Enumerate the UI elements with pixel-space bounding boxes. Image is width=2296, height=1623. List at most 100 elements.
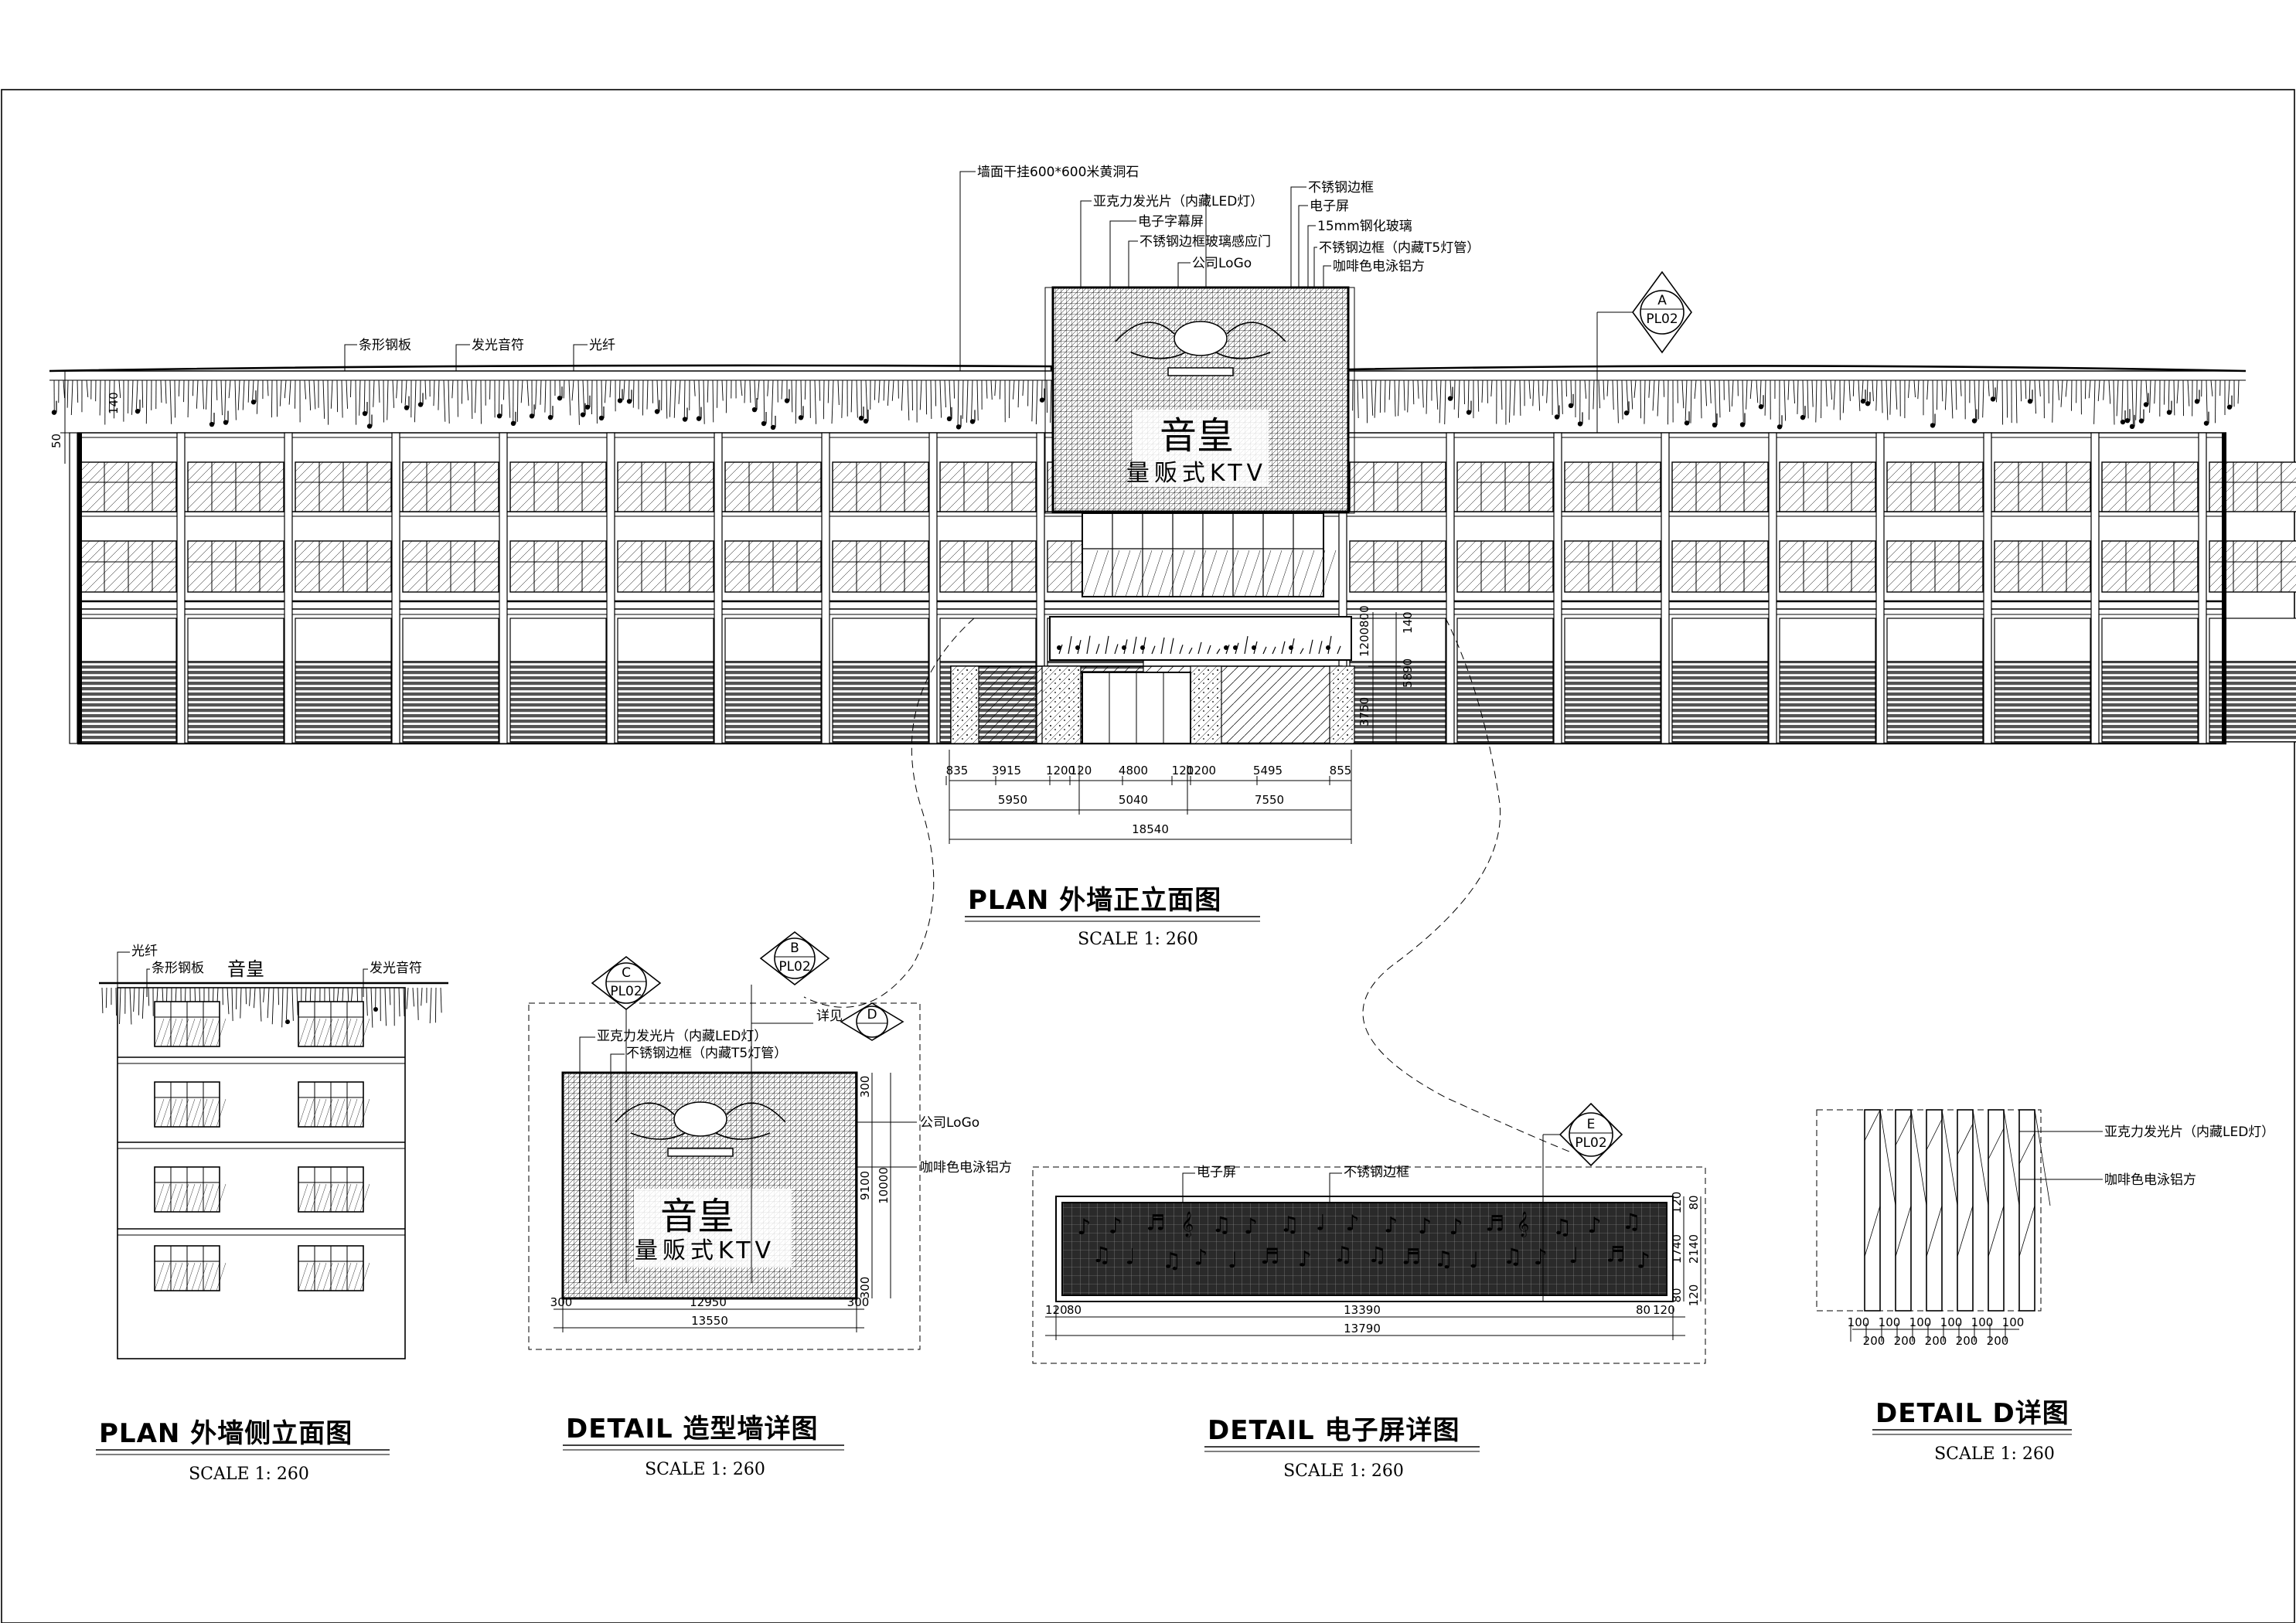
svg-text:♪: ♪ <box>1109 1213 1122 1239</box>
front-callout-4: 不锈钢边框玻璃感应门 <box>1139 234 1271 250</box>
svg-text:12950: 12950 <box>690 1295 727 1309</box>
svg-text:♪: ♪ <box>1345 1210 1359 1236</box>
svg-text:♪: ♪ <box>1534 1244 1548 1270</box>
front-dim-7: 1200 <box>1187 764 1216 777</box>
front-dim-total: 18540 <box>1132 822 1169 836</box>
front-sign-main: 音皇 <box>1160 414 1234 458</box>
front-dim-group-2: 5040 <box>1119 793 1148 807</box>
svg-text:♫: ♫ <box>1334 1241 1353 1267</box>
side-scale: SCALE 1: 260 <box>189 1465 309 1484</box>
svg-text:120: 120 <box>1045 1303 1068 1317</box>
svg-text:♬: ♬ <box>1260 1244 1279 1269</box>
d-detail-scale: SCALE 1: 260 <box>1934 1444 2055 1464</box>
front-callout-8: 15mm钢化玻璃 <box>1317 219 1412 234</box>
svg-text:120: 120 <box>1687 1284 1701 1307</box>
svg-text:♪: ♪ <box>1449 1214 1463 1240</box>
svg-text:光纤: 光纤 <box>131 944 158 959</box>
svg-text:140: 140 <box>1401 611 1415 634</box>
side-sign: 音皇 <box>227 958 264 980</box>
feature-wall-detail: 音皇 量贩式KTV 亚克力发光片（内藏LED灯） 不锈钢边框（内藏T5灯管） 详… <box>528 931 1012 1479</box>
svg-text:♫: ♫ <box>1622 1209 1641 1234</box>
center-windows <box>1082 513 1337 597</box>
svg-text:800: 800 <box>1358 605 1371 628</box>
front-dim-3: 1200 <box>1046 764 1075 777</box>
front-dim-2: 3915 <box>992 764 1021 777</box>
svg-text:♪: ♪ <box>1418 1213 1432 1239</box>
side-title: PLAN 外墙侧立面图 <box>99 1418 353 1449</box>
svg-text:80: 80 <box>1670 1288 1684 1302</box>
svg-text:亚克力发光片（内藏LED灯）: 亚克力发光片（内藏LED灯） <box>2104 1125 2274 1140</box>
front-callout-12: 发光音符 <box>472 338 524 353</box>
side-windows <box>154 1001 370 1291</box>
svg-text:140: 140 <box>107 392 121 414</box>
front-callout-9: 不锈钢边框（内藏T5灯管） <box>1319 240 1480 256</box>
d-detail: 亚克力发光片（内藏LED灯） 咖啡色电泳铝方 10020010020010020… <box>1816 1109 2274 1464</box>
svg-text:9100: 9100 <box>858 1171 872 1200</box>
front-callout-2: 亚克力发光片（内藏LED灯） <box>1093 194 1263 209</box>
d-dim-6: 200 <box>1925 1334 1947 1348</box>
svg-text:公司LoGo: 公司LoGo <box>920 1115 979 1131</box>
front-dim-9: 855 <box>1330 764 1352 777</box>
svg-text:亚克力发光片（内藏LED灯）: 亚克力发光片（内藏LED灯） <box>597 1029 767 1044</box>
screen-music-notes: ♪♫♪♩♬♫𝄞♪♫♩♪♬♫♪♩♫♪♫♪♬♪♫♪♩♬♫𝄞♪♫♩♪♬♫♪ <box>1077 1209 1650 1274</box>
d-dim-4: 200 <box>1894 1334 1916 1348</box>
front-scale: SCALE 1: 260 <box>1078 930 1198 949</box>
svg-text:♪: ♪ <box>1637 1247 1650 1273</box>
d-dim-5: 100 <box>1909 1315 1932 1329</box>
svg-text:♪: ♪ <box>1298 1247 1312 1272</box>
roof-canopy <box>49 364 2247 373</box>
svg-text:B: B <box>790 941 799 956</box>
svg-text:80: 80 <box>1687 1195 1701 1210</box>
svg-text:咖啡色电泳铝方: 咖啡色电泳铝方 <box>920 1160 1012 1176</box>
svg-text:PL02: PL02 <box>610 984 642 999</box>
front-sign-sub: 量贩式KTV <box>1126 460 1267 487</box>
sheet-border <box>1 89 2295 1623</box>
d-dim-8: 200 <box>1956 1334 1978 1348</box>
front-callout-1: 墙面干挂600*600米黄洞石 <box>977 165 1139 180</box>
screen-scale: SCALE 1: 260 <box>1283 1461 1404 1481</box>
svg-text:𝄞: 𝄞 <box>1517 1211 1530 1237</box>
screen-panel <box>1061 1202 1667 1296</box>
svg-text:80: 80 <box>1067 1303 1082 1317</box>
svg-text:E: E <box>1587 1117 1596 1132</box>
front-dim-group-3: 7550 <box>1255 793 1284 807</box>
svg-text:300: 300 <box>858 1277 872 1299</box>
svg-text:120: 120 <box>1653 1303 1675 1317</box>
svg-text:♩: ♩ <box>1126 1244 1136 1269</box>
svg-text:♪: ♪ <box>1244 1213 1258 1239</box>
svg-text:A: A <box>1657 293 1667 308</box>
feature-wall-title: DETAIL 造型墙详图 <box>566 1414 818 1444</box>
svg-text:♪: ♪ <box>1384 1212 1398 1237</box>
front-callout-5: 公司LoGo <box>1192 256 1252 271</box>
d-dim-10: 200 <box>1987 1334 2009 1348</box>
front-callout-10: 咖啡色电泳铝方 <box>1333 259 1425 274</box>
svg-text:♪: ♪ <box>1194 1245 1208 1271</box>
svg-text:电子屏: 电子屏 <box>1197 1165 1236 1180</box>
window-bays <box>69 432 2296 744</box>
svg-text:♫: ♫ <box>1212 1212 1231 1237</box>
svg-text:不锈钢边框（内藏T5灯管）: 不锈钢边框（内藏T5灯管） <box>626 1046 787 1061</box>
svg-text:1200: 1200 <box>1358 628 1371 657</box>
front-screen-notes <box>1057 635 1341 655</box>
svg-text:13390: 13390 <box>1344 1303 1381 1317</box>
svg-text:♪: ♪ <box>1077 1214 1091 1240</box>
front-leaders <box>344 171 1331 371</box>
svg-text:♪: ♪ <box>1587 1213 1601 1238</box>
svg-text:13550: 13550 <box>691 1314 728 1328</box>
svg-text:♫: ♫ <box>1162 1247 1181 1273</box>
screen-title: DETAIL 电子屏详图 <box>1208 1415 1460 1446</box>
svg-text:1740: 1740 <box>1670 1234 1684 1264</box>
d-dim-7: 100 <box>1940 1315 1963 1329</box>
svg-text:♫: ♫ <box>1434 1247 1453 1272</box>
svg-text:♬: ♬ <box>1485 1211 1504 1237</box>
front-callout-3: 电子字幕屏 <box>1138 214 1204 230</box>
svg-text:PL02: PL02 <box>778 959 810 975</box>
svg-text:𝄞: 𝄞 <box>1181 1211 1194 1237</box>
svg-text:C: C <box>622 965 631 981</box>
svg-text:50: 50 <box>49 434 63 448</box>
front-callout-13: 光纤 <box>589 338 615 353</box>
svg-text:D: D <box>867 1007 877 1022</box>
svg-text:300: 300 <box>550 1295 573 1309</box>
svg-text:♩: ♩ <box>1569 1243 1579 1268</box>
d-dim-9: 100 <box>1971 1315 1994 1329</box>
